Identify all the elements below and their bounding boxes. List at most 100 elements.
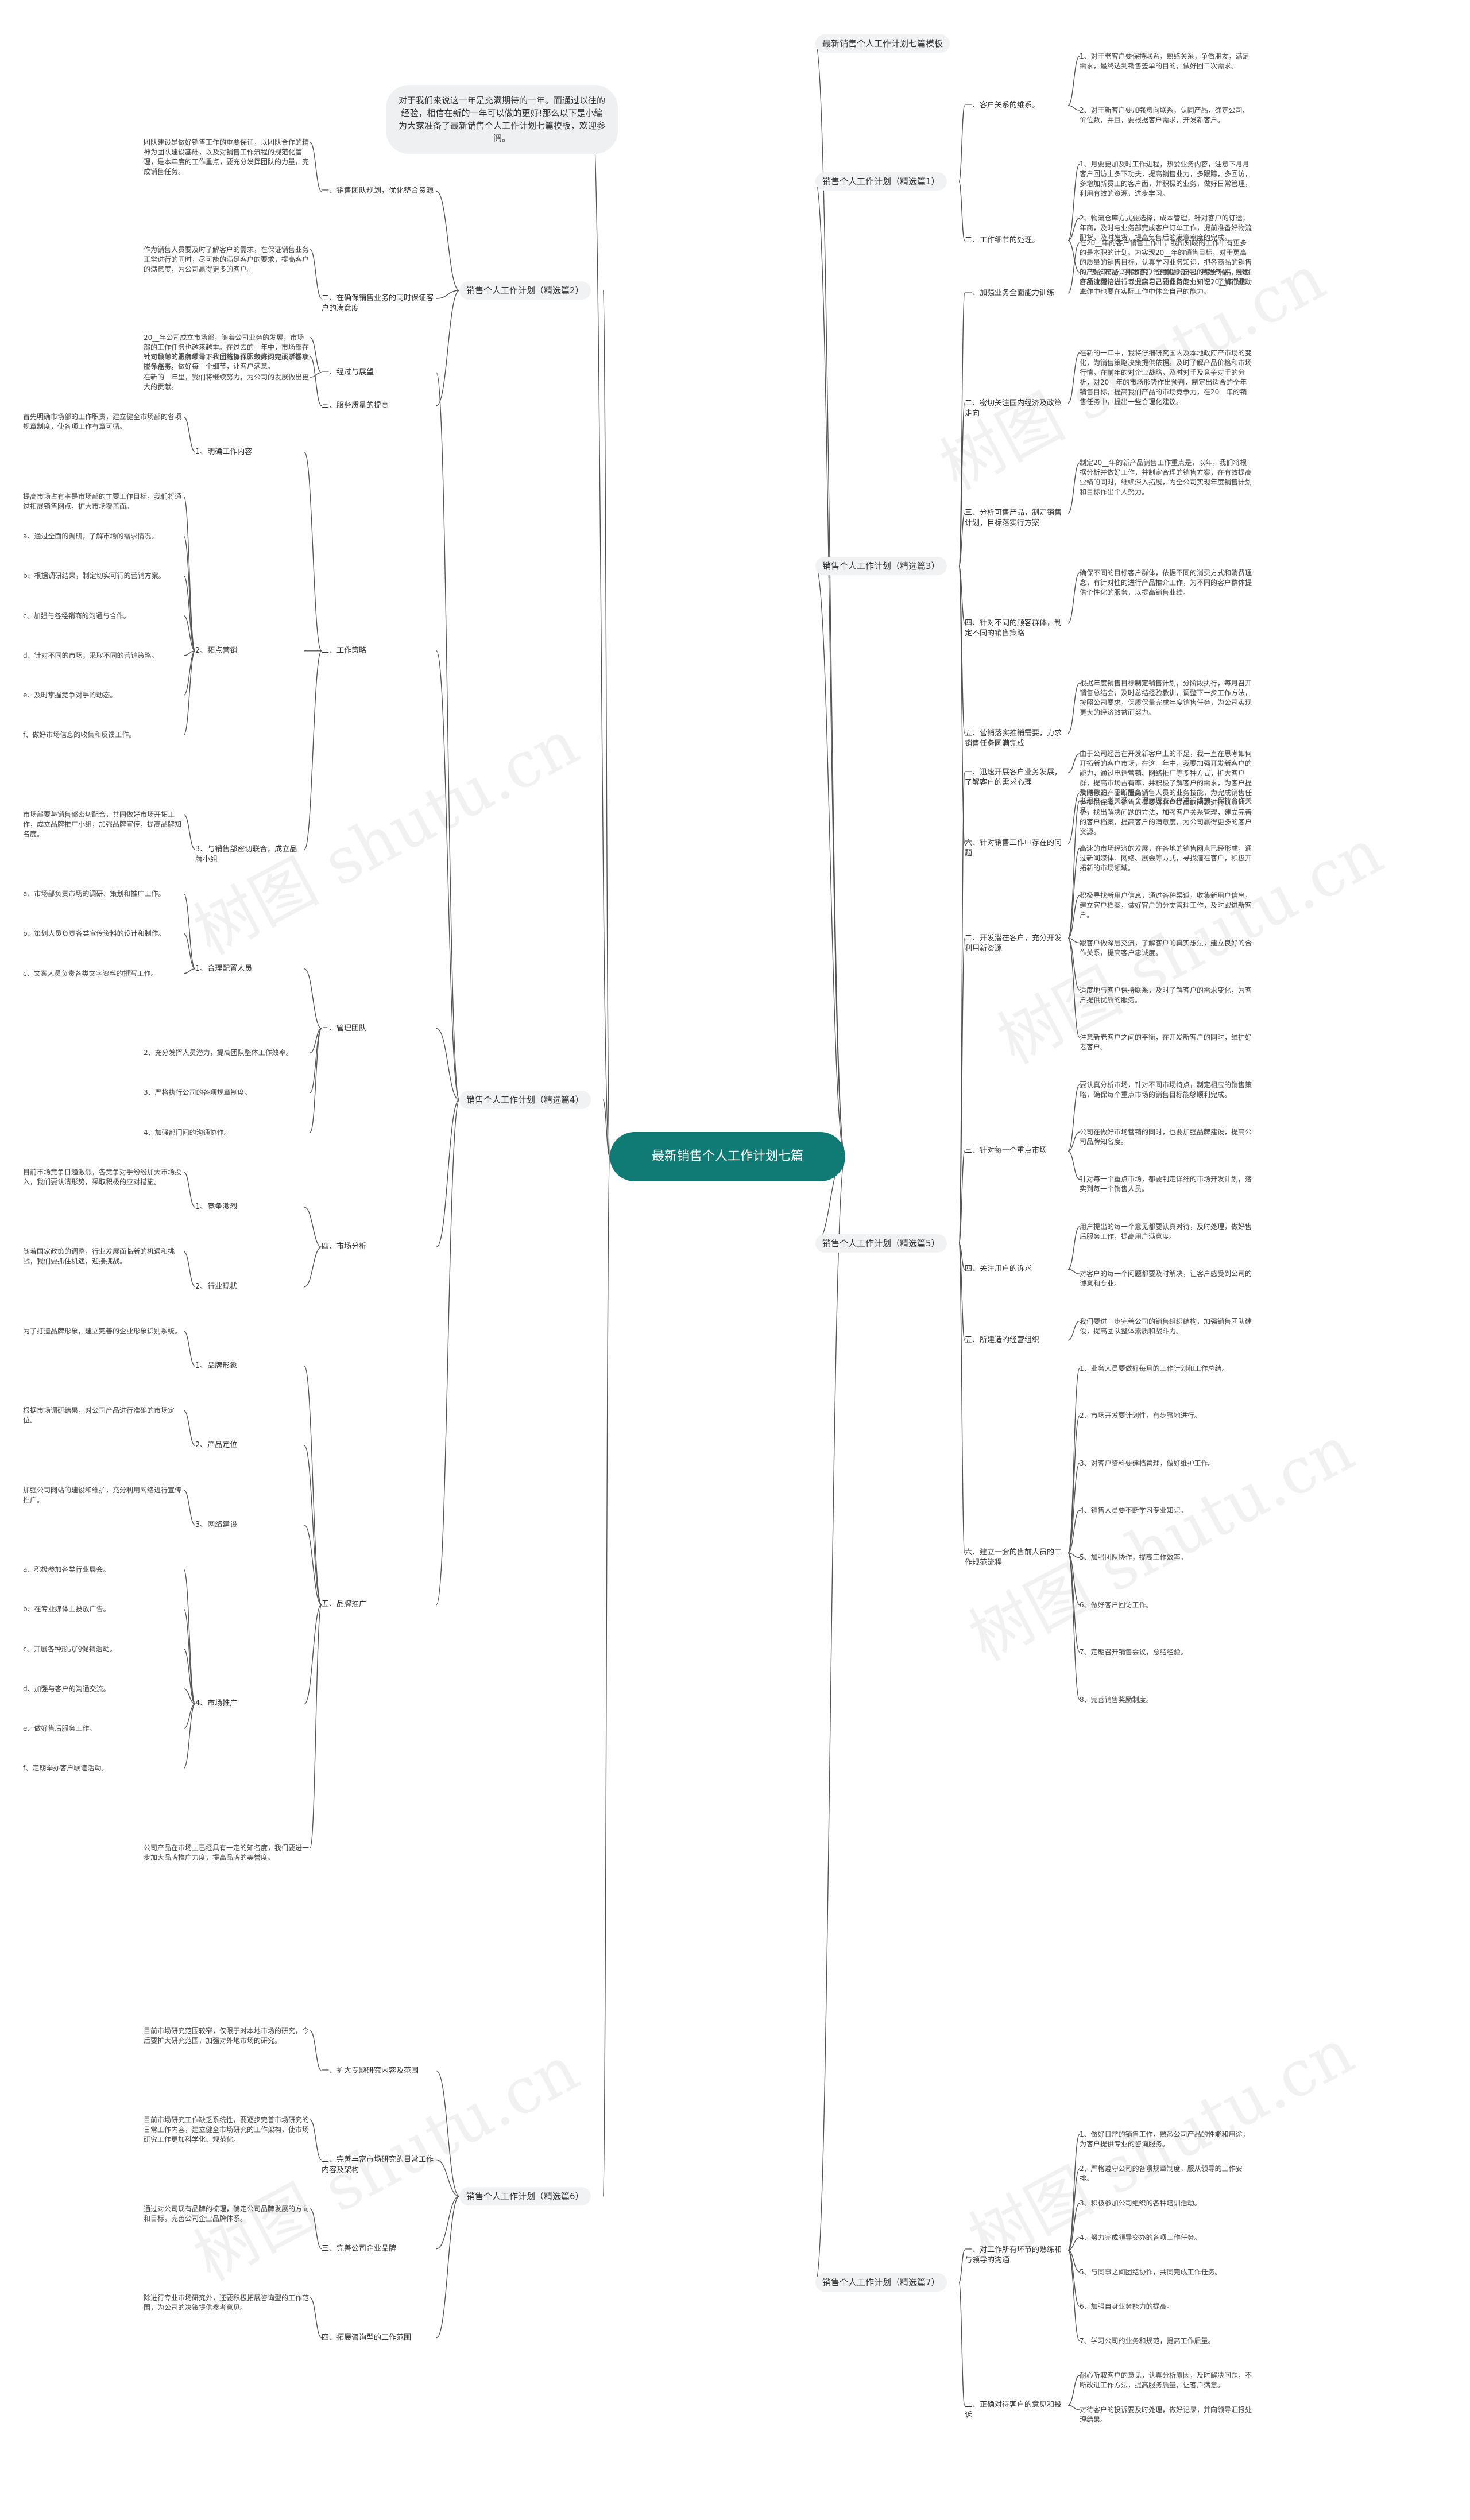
sub-topic[interactable]: 五、品牌推广 bbox=[322, 1600, 367, 1609]
connector bbox=[1067, 240, 1080, 273]
sub-topic[interactable]: 四、针对不同的顾客群体，制定不同的销售策略 bbox=[965, 618, 1062, 638]
connector bbox=[1067, 848, 1080, 939]
leaf-text: 积极寻找新用户信息，通过各种渠道，收集新用户信息，建立客户档案，做好客户的分类管… bbox=[1080, 891, 1252, 920]
sub-topic[interactable]: 1、合理配置人员 bbox=[195, 964, 253, 973]
sub-topic[interactable]: 五、营销落实推销需要，力求销售任务圆满完成 bbox=[965, 728, 1062, 748]
leaf-text: 1、月要更加及时工作进程，热爱业务内容，注意下月月客户回访上多下功夫，提高销售业… bbox=[1080, 160, 1252, 197]
root-topic-label: 最新销售个人工作计划七篇 bbox=[651, 1149, 803, 1164]
connector bbox=[1067, 2134, 1080, 2251]
sub-topic[interactable]: 二、工作策略 bbox=[322, 646, 367, 655]
sub-topic[interactable]: 一、迅速开展客户业务发展，了解客户的需求心理 bbox=[965, 768, 1062, 788]
sub-topic[interactable]: 二、正确对待客户的意见和投诉 bbox=[965, 2401, 1062, 2420]
sub-topic[interactable]: 四、市场分析 bbox=[322, 1242, 367, 1251]
branch-topic[interactable]: 销售个人工作计划（精选篇2） bbox=[459, 281, 591, 300]
sub-topic[interactable]: 1、品牌形象 bbox=[195, 1362, 238, 1370]
intro-note: 对于我们来说这一年是充满期待的一年。而通过以往的经验，相信在新的一年可以做的更好… bbox=[386, 85, 618, 154]
leaf-text: 2、对于新客户要加强意向联系，认同产品，确定公司、价位数，并且，要根据客户需求，… bbox=[1080, 106, 1250, 124]
branch-topic[interactable]: 销售个人工作计划（精选篇4） bbox=[459, 1091, 591, 1109]
sub-topic[interactable]: 四、拓展咨询型的工作范围 bbox=[322, 2333, 412, 2342]
connector bbox=[1067, 1084, 1080, 1152]
sub-topic[interactable]: 一、客户关系的维系。 bbox=[965, 101, 1040, 110]
sub-topic[interactable]: 一、对工作所有环节的熟练和与领导的沟通 bbox=[965, 2246, 1062, 2265]
sub-topic[interactable]: 二、密切关注国内经济及政策走向 bbox=[965, 398, 1062, 418]
sub-topic[interactable]: 一、销售团队规划，优化整合资源 bbox=[322, 187, 434, 196]
sub-topic[interactable]: 1、竞争激烈 bbox=[195, 1203, 238, 1212]
sub-topic[interactable]: 三、完善公司企业品牌 bbox=[322, 2244, 397, 2253]
connector bbox=[1067, 572, 1080, 624]
sub-topic[interactable]: 四、关注用户的诉求 bbox=[965, 1265, 1032, 1274]
sub-topic[interactable]: 三、针对每一个重点市场 bbox=[965, 1146, 1047, 1156]
leaf-text: 要认真分析市场，针对不同市场特点，制定相应的销售策略，确保每个重点市场的销售目标… bbox=[1080, 1080, 1252, 1099]
leaf-text: 20__年公司成立市场部，随着公司业务的发展，市场部的工作任务也越来越重。在过去… bbox=[144, 334, 310, 371]
connector bbox=[1067, 105, 1080, 111]
connector bbox=[183, 496, 196, 652]
connector bbox=[183, 575, 196, 652]
leaf-text: 6、做好客户回访工作。 bbox=[1080, 1600, 1153, 1609]
connector bbox=[183, 1703, 196, 1769]
connector bbox=[436, 2070, 460, 2197]
sub-topic[interactable]: 一、加强业务全面能力训练 bbox=[965, 288, 1055, 297]
connector bbox=[436, 290, 460, 299]
sub-topic[interactable]: 3、与销售部密切联合，成立品牌小组 bbox=[195, 845, 297, 864]
connector bbox=[1067, 800, 1080, 939]
connector bbox=[1067, 937, 1080, 991]
branch-topic[interactable]: 销售个人工作计划（精选篇1） bbox=[815, 172, 947, 191]
connector bbox=[304, 1604, 322, 1705]
branch-topic[interactable]: 销售个人工作计划（精选篇6） bbox=[459, 2187, 591, 2205]
connector bbox=[1067, 56, 1080, 106]
sub-topic[interactable]: 六、针对销售工作中存在的问题 bbox=[965, 839, 1062, 858]
leaf-text: 团队建设是做好销售工作的重要保证，以团队合作的精神为团队建设基础，以及对销售工作… bbox=[144, 138, 310, 176]
branch-topic[interactable]: 销售个人工作计划（精选篇3） bbox=[815, 557, 947, 575]
connector bbox=[183, 968, 196, 974]
connector bbox=[183, 893, 196, 970]
sub-topic[interactable]: 一、经过与展望 bbox=[322, 368, 374, 377]
connector bbox=[183, 1608, 196, 1705]
sub-topic[interactable]: 二、完善丰富市场研究的日常工作内容及架构 bbox=[322, 2155, 434, 2174]
connector bbox=[1067, 2375, 1080, 2406]
sub-topic[interactable]: 二、工作细节的处理。 bbox=[965, 236, 1040, 245]
leaf-text: 适度地与客户保持联系，及时了解客户的需求变化，为客户提供优质的服务。 bbox=[1080, 986, 1252, 1004]
connector bbox=[1067, 937, 1080, 944]
leaf-text: 目前市场研究工作缺乏系统性，要逐步完善市场研究的日常工作内容，建立健全市场研究的… bbox=[144, 2116, 310, 2143]
sub-topic[interactable]: 六、建立一套的售前人员的工作规范流程 bbox=[965, 1548, 1062, 1568]
connector bbox=[602, 1099, 610, 1157]
leaf-text: 1、业务人员要做好每月的工作计划和工作总结。 bbox=[1080, 1364, 1229, 1373]
leaf-text: 加强公司网站的建设和维护，充分利用网络进行宣传推广。 bbox=[23, 1486, 182, 1504]
connector bbox=[1067, 2203, 1080, 2251]
sub-topic[interactable]: 三、分析可售产品，制定销售计划，目标落实行方案 bbox=[965, 509, 1062, 528]
connector bbox=[958, 402, 965, 567]
leaf-text: 用户提出的每一个意见都要认真对待，及时处理，做好售后服务工作，提高用户满意度。 bbox=[1080, 1222, 1252, 1240]
branch-topic[interactable]: 最新销售个人工作计划七篇模板 bbox=[815, 34, 950, 53]
leaf-text: 由于公司经营在开发新客户上的不足，我一直在思考如何开拓新的客户市场，在这一年中，… bbox=[1080, 750, 1252, 797]
sub-topic[interactable]: 五、所建造的经营组织 bbox=[965, 1335, 1040, 1344]
leaf-text: 6、加强自身业务能力的提高。 bbox=[1080, 2302, 1174, 2310]
connector bbox=[1067, 462, 1080, 514]
connector bbox=[436, 1099, 460, 1606]
sub-topic[interactable]: 三、服务质量的提高 bbox=[322, 401, 389, 410]
connector bbox=[958, 772, 965, 1244]
sub-topic[interactable]: 1、明确工作内容 bbox=[195, 447, 253, 456]
leaf-text: 根据市场调研结果，对公司产品进行准确的市场定位。 bbox=[23, 1406, 175, 1425]
connector bbox=[183, 1569, 196, 1705]
sub-topic[interactable]: 3、网络建设 bbox=[195, 1520, 238, 1529]
leaf-text: 5、加强团队协作，提高工作效率。 bbox=[1080, 1553, 1187, 1562]
leaf-text: 5、与同事之间团结协作，共同完成工作任务。 bbox=[1080, 2268, 1222, 2276]
sub-topic[interactable]: 三、管理团队 bbox=[322, 1023, 367, 1033]
sub-topic[interactable]: 2、拓点营销 bbox=[195, 646, 238, 655]
sub-topic[interactable]: 二、开发潜在客户，充分开发利用新资源 bbox=[965, 933, 1062, 953]
leaf-text: 公司在做好市场营销的同时，也要加强品牌建设，提高公司品牌知名度。 bbox=[1080, 1128, 1252, 1146]
root-topic[interactable]: 最新销售个人工作计划七篇 bbox=[610, 1132, 845, 1181]
connector bbox=[183, 1703, 196, 1729]
sub-topic[interactable]: 一、扩大专题研究内容及范围 bbox=[322, 2066, 419, 2075]
sub-topic[interactable]: 二、在确保销售业务的同时保证客户的满意度 bbox=[322, 294, 434, 313]
sub-topic[interactable]: 2、行业现状 bbox=[195, 1282, 238, 1291]
connector bbox=[183, 1410, 196, 1447]
connector bbox=[815, 565, 846, 1157]
sub-topic[interactable]: 4、市场推广 bbox=[195, 1699, 238, 1708]
connector bbox=[304, 451, 322, 652]
leaf-text: f、定期举办客户联谊活动。 bbox=[23, 1764, 109, 1773]
branch-topic[interactable]: 销售个人工作计划（精选篇5） bbox=[815, 1234, 947, 1253]
sub-topic[interactable]: 2、产品定位 bbox=[195, 1441, 238, 1450]
connector bbox=[602, 290, 610, 1157]
branch-topic[interactable]: 销售个人工作计划（精选篇7） bbox=[815, 2273, 947, 2292]
